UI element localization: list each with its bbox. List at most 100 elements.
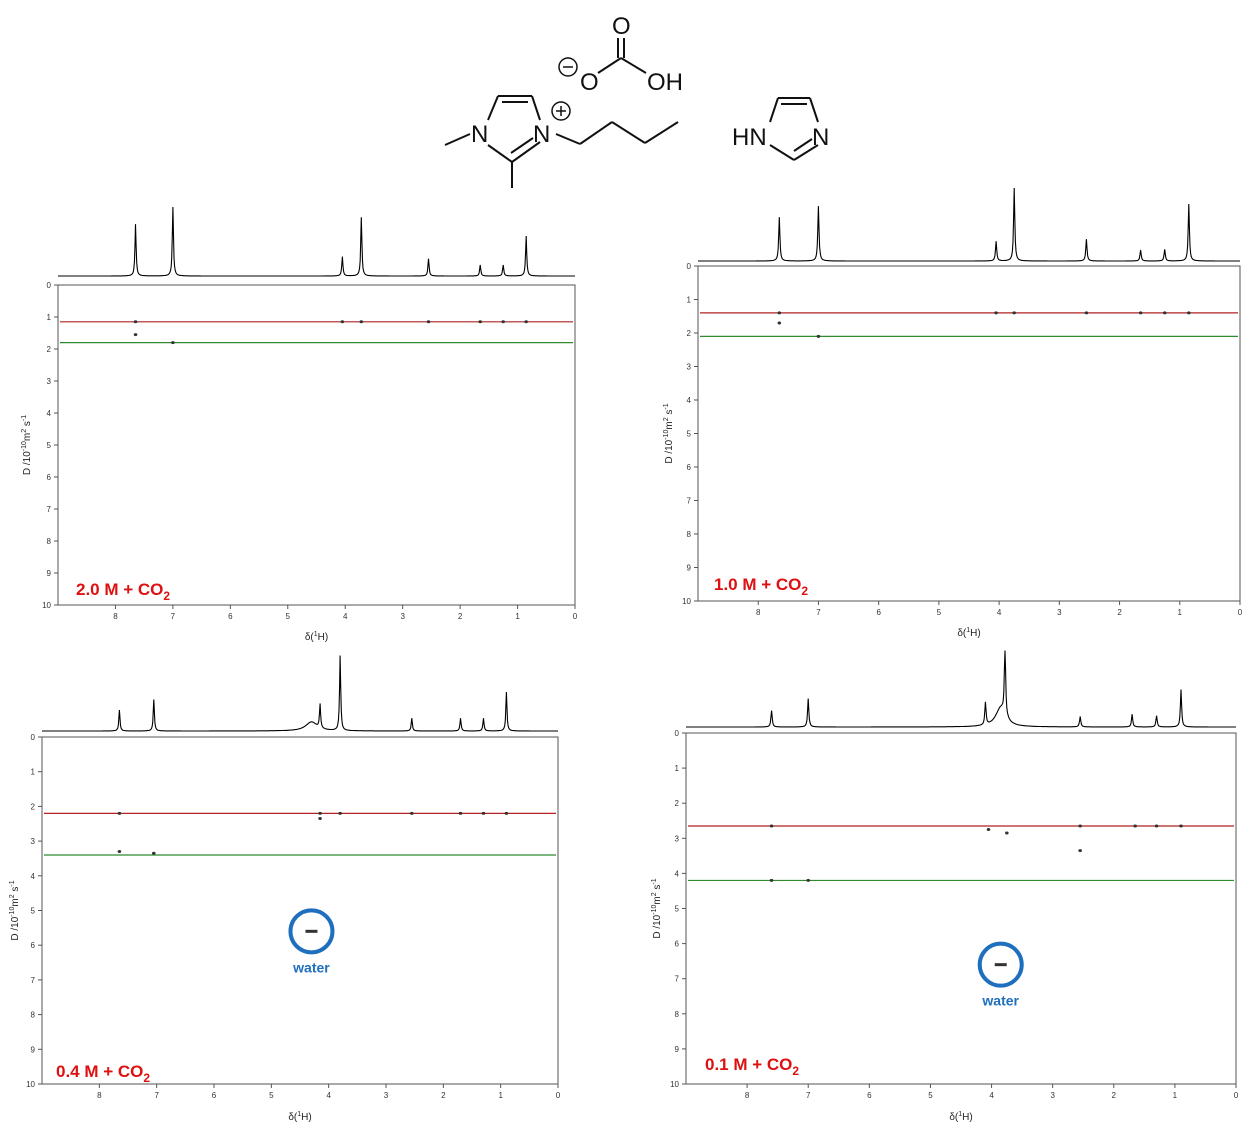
y-tick-label: 5	[687, 430, 692, 439]
y-tick-label: 1	[687, 296, 692, 305]
y-tick-label: 0	[675, 729, 680, 738]
water-label: water	[292, 959, 330, 975]
x-tick-label: 7	[816, 608, 821, 617]
y-tick-label: 5	[31, 907, 36, 916]
water-highlight-circle	[288, 908, 335, 955]
y-axis-title: D /10-10m2 s-1	[663, 403, 675, 463]
y-axis-title: D /10-10m2 s-1	[21, 415, 33, 475]
dosy-point	[504, 811, 509, 815]
y-tick-label: 9	[47, 569, 52, 578]
y-tick-label: 8	[31, 1011, 36, 1020]
panel-condition-label: 1.0 M + CO2	[714, 575, 808, 598]
dosy-point	[410, 811, 414, 815]
anion-hydroxyl: OH	[647, 69, 683, 96]
x-tick-label: 6	[867, 1091, 872, 1100]
x-tick-label: 1	[1173, 1091, 1178, 1100]
y-tick-label: 10	[682, 597, 691, 606]
panel-condition-label: 0.1 M + CO2	[705, 1055, 799, 1078]
y-tick-label: 0	[687, 262, 692, 271]
dosy-point	[133, 333, 138, 337]
dosy-point	[769, 878, 774, 882]
x-tick-label: 3	[384, 1091, 389, 1100]
y-tick-label: 5	[675, 905, 680, 914]
imidazole-nitrogen: N	[812, 124, 829, 151]
y-tick-label: 10	[670, 1080, 679, 1089]
dosy-point	[1154, 824, 1159, 828]
x-tick-label: 5	[286, 612, 291, 621]
x-tick-label: 0	[556, 1091, 561, 1100]
dosy-point	[318, 817, 322, 821]
dosy-point	[481, 811, 486, 815]
dosy-point	[426, 320, 431, 324]
x-tick-label: 5	[928, 1091, 933, 1100]
dosy-point	[1012, 311, 1016, 315]
x-tick-label: 3	[400, 612, 405, 621]
x-tick-label: 8	[756, 608, 761, 617]
y-axis-title: D /10-10m2 s-1	[9, 880, 21, 940]
x-tick-label: 8	[745, 1091, 750, 1100]
dosy-point	[1162, 311, 1167, 315]
y-tick-label: 3	[687, 363, 692, 372]
x-tick-label: 0	[573, 612, 578, 621]
x-tick-label: 7	[154, 1091, 159, 1100]
y-tick-label: 3	[47, 377, 52, 386]
x-tick-label: 2	[441, 1091, 446, 1100]
y-tick-label: 7	[31, 976, 36, 985]
plot-frame	[697, 265, 1241, 602]
imidazolium-cation: N N	[444, 95, 679, 188]
y-tick-label: 6	[675, 940, 680, 949]
y-tick-label: 2	[31, 802, 36, 811]
x-tick-label: 6	[876, 608, 881, 617]
dosy-point	[458, 811, 463, 815]
dosy-point	[1179, 824, 1183, 828]
imidazole: HN N	[732, 97, 829, 161]
bicarbonate-anion: O O OH	[558, 13, 683, 96]
dosy-point	[318, 811, 322, 815]
minus-charge-icon	[558, 57, 578, 77]
x-tick-label: 2	[458, 612, 463, 621]
proton-spectrum-trace	[686, 650, 1236, 728]
dosy-point	[1078, 849, 1082, 853]
dosy-point	[340, 320, 345, 324]
imidazole-hn: HN	[732, 124, 767, 151]
anion-oxygen-charged: O	[580, 69, 599, 96]
y-tick-label: 4	[687, 396, 692, 405]
water-highlight-circle	[977, 941, 1024, 988]
y-tick-label: 2	[47, 345, 52, 354]
y-tick-label: 10	[42, 601, 51, 610]
y-tick-label: 9	[31, 1045, 36, 1054]
x-axis-title: δ(1H)	[949, 1111, 972, 1123]
x-tick-label: 2	[1117, 608, 1122, 617]
y-tick-label: 7	[687, 497, 692, 506]
dosy-point	[338, 811, 342, 815]
y-tick-label: 3	[31, 837, 36, 846]
y-tick-label: 8	[675, 1010, 680, 1019]
x-tick-label: 2	[1112, 1091, 1117, 1100]
proton-spectrum-trace	[42, 655, 558, 732]
y-tick-label: 10	[26, 1080, 35, 1089]
x-tick-label: 5	[269, 1091, 274, 1100]
plot-frame	[41, 736, 559, 1085]
anion-oxygen-top: O	[612, 13, 631, 40]
dosy-point	[359, 320, 364, 324]
x-tick-label: 8	[113, 612, 118, 621]
dosy-point	[501, 320, 505, 324]
y-tick-label: 3	[675, 834, 680, 843]
x-tick-label: 6	[212, 1091, 217, 1100]
y-tick-label: 8	[687, 530, 692, 539]
panel-condition-label: 2.0 M + CO2	[76, 580, 170, 603]
y-tick-label: 1	[31, 768, 36, 777]
proton-spectrum-trace	[698, 187, 1240, 262]
cation-nitrogen-1: N	[471, 121, 488, 148]
panel-condition-label: 0.4 M + CO2	[56, 1062, 150, 1085]
x-tick-label: 7	[806, 1091, 811, 1100]
dosy-point	[1078, 824, 1082, 828]
x-tick-label: 5	[937, 608, 942, 617]
dosy-point	[171, 341, 175, 345]
y-tick-label: 1	[675, 764, 680, 773]
dosy-point	[777, 311, 782, 315]
